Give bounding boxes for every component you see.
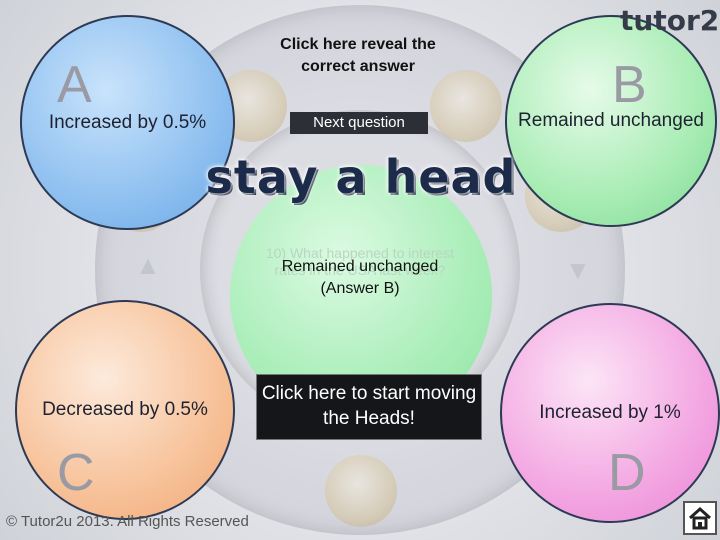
answer-d-text: Increased by 1%	[539, 402, 681, 424]
answer-a-text: Increased by 0.5%	[48, 111, 207, 133]
home-button[interactable]	[683, 501, 717, 535]
answer-d-bubble[interactable]: Increased by 1%	[500, 303, 720, 523]
start-moving-heads-button[interactable]: Click here to start moving the Heads!	[256, 374, 482, 440]
answer-b-bubble[interactable]: Remained unchanged	[505, 15, 717, 227]
question-text: 10) What happened to interest rates in t…	[265, 245, 455, 278]
arrow-icon: ▲	[135, 250, 161, 280]
answer-b-text: Remained unchanged	[518, 110, 704, 132]
head-icon	[325, 455, 397, 527]
answer-a-bubble[interactable]: Increased by 0.5%	[20, 15, 235, 230]
arrow-icon: ▼	[565, 255, 591, 285]
answer-c-text: Decreased by 0.5%	[42, 399, 208, 421]
tutor2u-logo: tutor2u	[620, 4, 720, 37]
copyright-text: © Tutor2u 2013. All Rights Reserved	[6, 513, 249, 530]
answer-c-bubble[interactable]: Decreased by 0.5%	[15, 300, 235, 520]
revealed-answer-text: Remained unchanged (Answer B)	[281, 258, 439, 298]
answer-a-letter: A	[57, 56, 92, 114]
stay-a-head-logo: stay a head	[205, 150, 517, 204]
home-icon	[688, 506, 712, 530]
answer-b-letter: B	[612, 56, 647, 114]
reveal-answer-link[interactable]: Click here reveal the correct answer	[280, 36, 436, 75]
answer-d-letter: D	[608, 444, 646, 502]
answer-c-letter: C	[57, 444, 95, 502]
head-icon	[430, 70, 502, 142]
next-question-button[interactable]: Next question	[290, 112, 428, 134]
